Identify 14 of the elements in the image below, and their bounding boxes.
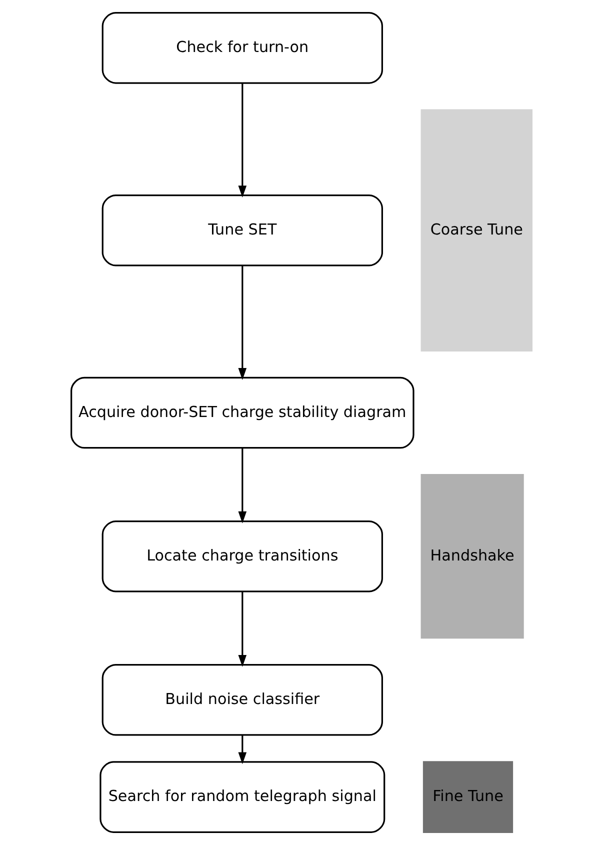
arrow bbox=[238, 448, 247, 524]
node-box: Handshake bbox=[420, 474, 524, 639]
node-box: Coarse Tune bbox=[420, 109, 532, 352]
node-box: Tune SET bbox=[102, 194, 383, 266]
arrow bbox=[238, 592, 247, 667]
node-box: Build noise classifier bbox=[102, 664, 383, 736]
node-box: Search for random telegraph signal bbox=[100, 761, 386, 833]
node-box: Locate charge transitions bbox=[102, 520, 383, 592]
arrow bbox=[238, 266, 247, 380]
arrow bbox=[238, 735, 247, 764]
node-box: Fine Tune bbox=[422, 761, 514, 833]
node-box: Acquire donor-SET charge stability diagram bbox=[70, 376, 414, 449]
arrow bbox=[238, 83, 247, 198]
node-box: Check for turn-on bbox=[102, 12, 383, 84]
